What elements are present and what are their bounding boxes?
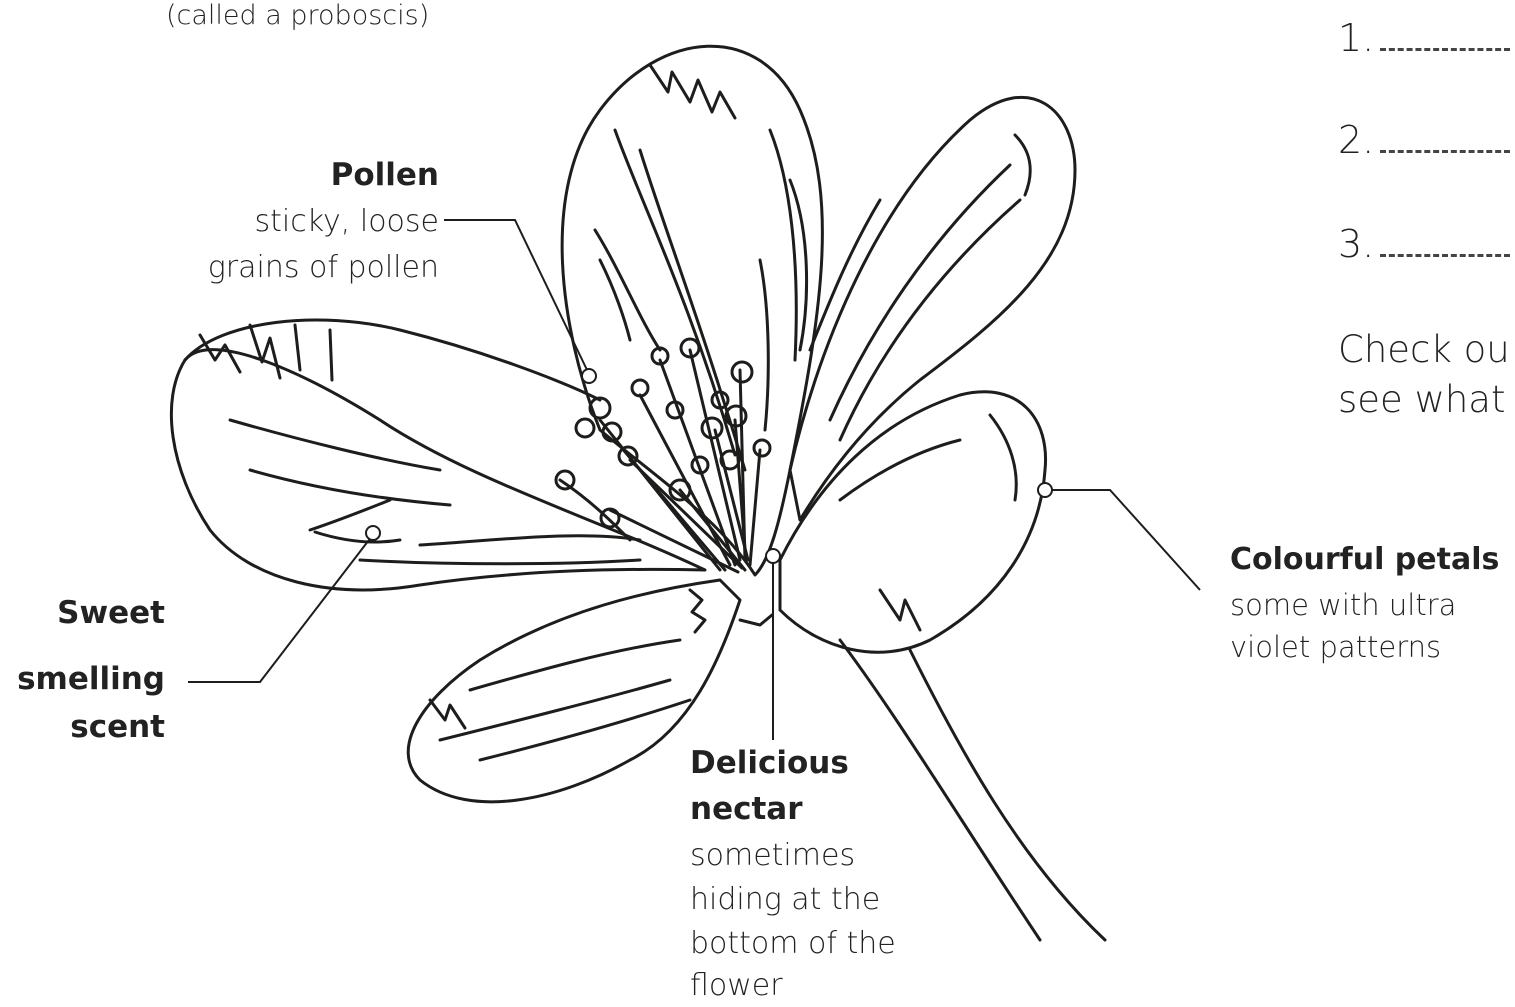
scent-leader [188, 536, 372, 682]
nectar-desc-line2: hiding at the [690, 878, 880, 921]
petals-leader [1050, 490, 1200, 590]
stem [910, 650, 1105, 940]
pollen-desc-line2: grains of pollen [208, 246, 439, 289]
list-item: 3. [1338, 222, 1510, 266]
check-text-line2: see what [1338, 378, 1505, 422]
pollen-marker [582, 369, 596, 383]
petals-title: Colourful petals [1230, 538, 1499, 581]
scent-marker [366, 526, 380, 540]
answer-blank[interactable] [1380, 150, 1510, 153]
list-number: 3. [1338, 222, 1374, 266]
proboscis-note: (called a proboscis) [166, 0, 429, 38]
upper-right-petal [790, 97, 1075, 520]
answer-blank[interactable] [1380, 48, 1510, 51]
nectar-title-line2: nectar [690, 788, 803, 831]
petals-desc-line2: violet patterns [1230, 626, 1441, 669]
nectar-desc-line1: sometimes [690, 834, 855, 877]
petals-marker [1038, 483, 1052, 497]
pollen-desc-line1: sticky, loose [255, 200, 439, 243]
nectar-marker [766, 549, 780, 563]
list-number: 1. [1338, 16, 1374, 60]
list-number: 2. [1338, 118, 1374, 162]
list-item: 2. [1338, 118, 1510, 162]
answer-blank[interactable] [1380, 254, 1510, 257]
petals-desc-line1: some with ultra [1230, 584, 1456, 627]
nectar-title-line1: Delicious [690, 742, 849, 785]
pollen-title: Pollen [331, 154, 439, 197]
scent-label-line2: smelling [17, 658, 165, 701]
nectar-desc-line4: flower [690, 964, 783, 1007]
check-text-line1: Check ou [1338, 328, 1510, 372]
list-item: 1. [1338, 16, 1510, 60]
nectar-desc-line3: bottom of the [690, 922, 896, 965]
scent-label-line3: scent [70, 706, 165, 749]
scent-label-line1: Sweet [57, 592, 165, 635]
